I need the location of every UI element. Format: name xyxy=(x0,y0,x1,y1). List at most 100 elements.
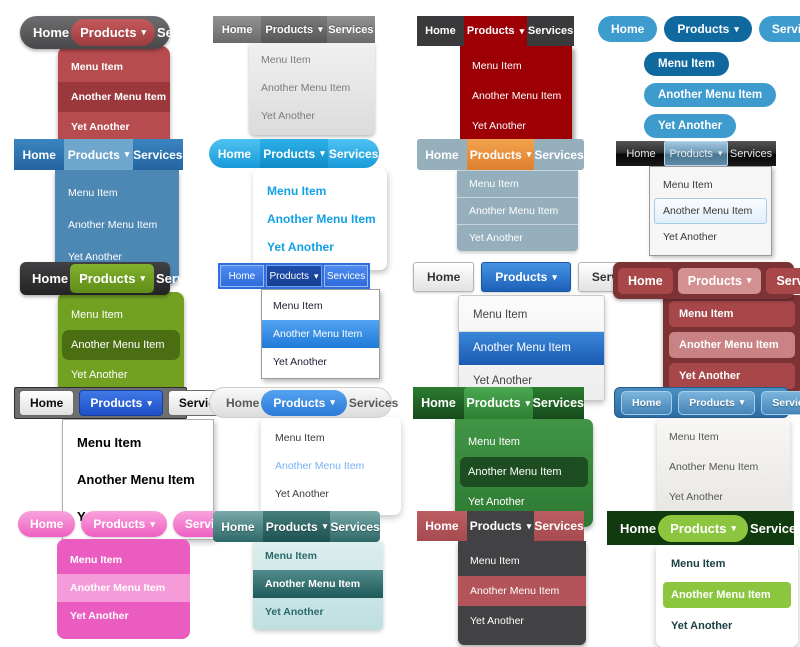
menu-item-1[interactable]: Menu Item xyxy=(669,431,719,443)
menu-item-3[interactable]: Yet Another xyxy=(71,121,130,133)
menu-item-2[interactable]: Another Menu Item xyxy=(267,212,376,226)
nav-item-home[interactable]: Home xyxy=(621,390,673,415)
menu-item-3[interactable]: Yet Another xyxy=(70,610,129,622)
menu-item-2[interactable]: Another Menu Item xyxy=(261,82,351,94)
nav-item-home[interactable]: Home xyxy=(425,519,459,533)
menu-item-2[interactable]: Another Menu Item xyxy=(458,576,586,606)
nav-item-home[interactable]: Home xyxy=(22,147,56,162)
nav-item-services[interactable]: Services xyxy=(133,147,183,162)
menu-item-3[interactable]: Yet Another xyxy=(265,606,324,618)
menu-item-3[interactable]: Yet Another xyxy=(273,356,327,368)
nav-item-products[interactable]: Products▾ xyxy=(678,390,756,415)
nav-item-home[interactable]: Home xyxy=(620,520,657,536)
nav-item-products[interactable]: Products▾ xyxy=(265,265,323,287)
menu-item-3[interactable]: Yet Another xyxy=(644,114,737,138)
menu-item-2[interactable]: Another Menu Item xyxy=(275,460,365,472)
menu-item-1[interactable]: Menu Item xyxy=(457,170,578,197)
nav-item-home[interactable]: Home xyxy=(226,395,260,410)
nav-item-home[interactable]: Home xyxy=(18,511,76,537)
menu-item-2[interactable]: Another Menu Item xyxy=(457,197,578,224)
menu-item-3[interactable]: Yet Another xyxy=(669,491,723,503)
menu-item-1[interactable]: Menu Item xyxy=(77,435,142,450)
nav-item-products[interactable]: Products▾ xyxy=(664,16,752,42)
menu-item-3[interactable]: Yet Another xyxy=(68,251,122,263)
nav-item-home[interactable]: Home xyxy=(221,519,255,534)
nav-item-home[interactable]: Home xyxy=(598,16,658,42)
menu-item-2[interactable]: Another Menu Item xyxy=(77,472,195,487)
nav-item-services[interactable]: Services xyxy=(527,25,574,37)
nav-item-products[interactable]: Products▾ xyxy=(481,262,571,292)
nav-item-products[interactable]: Products▾ xyxy=(81,511,167,537)
nav-item-services[interactable]: Services xyxy=(324,265,368,287)
nav-item-services[interactable]: Services xyxy=(750,520,800,536)
nav-item-products[interactable]: Products▾ xyxy=(71,19,155,46)
menu-item-2[interactable]: Another Menu Item xyxy=(472,90,562,102)
nav-item-services[interactable]: Services xyxy=(348,395,399,410)
nav-item-services[interactable]: Services xyxy=(328,23,374,36)
menu-item-2[interactable]: Another Menu Item xyxy=(58,82,170,112)
nav-item-services[interactable]: Services xyxy=(761,390,800,415)
menu-item-3[interactable]: Yet Another xyxy=(71,369,128,381)
menu-item-1[interactable]: Menu Item xyxy=(267,184,327,198)
menu-item-3[interactable]: Yet Another xyxy=(261,110,315,122)
nav-item-home[interactable]: Home xyxy=(221,23,253,36)
nav-item-products[interactable]: Products▾ xyxy=(658,514,748,542)
nav-item-products[interactable]: Products▾ xyxy=(677,267,762,294)
menu-item-1[interactable]: Menu Item xyxy=(68,187,118,199)
menu-item-1[interactable]: Menu Item xyxy=(265,550,317,562)
menu-item-1[interactable]: Menu Item xyxy=(70,554,122,566)
menu-item-1[interactable]: Menu Item xyxy=(671,558,726,570)
nav-item-home[interactable]: Home xyxy=(425,147,459,162)
nav-item-services[interactable]: Services xyxy=(729,147,773,160)
nav-item-home[interactable]: Home xyxy=(413,262,475,292)
menu-item-1[interactable]: Menu Item xyxy=(261,54,311,66)
nav-item-products[interactable]: Products▾ xyxy=(466,511,535,541)
nav-item-home[interactable]: Home xyxy=(425,25,456,37)
nav-item-home[interactable]: Home xyxy=(19,390,75,416)
nav-item-services[interactable]: Services xyxy=(156,271,210,286)
menu-item-1[interactable]: Menu Item xyxy=(669,301,795,327)
menu-item-2[interactable]: Another Menu Item xyxy=(654,198,767,224)
menu-item-2[interactable]: Another Menu Item xyxy=(262,320,379,348)
nav-item-products[interactable]: Products▾ xyxy=(261,389,347,416)
nav-item-services[interactable]: Services xyxy=(766,267,800,294)
menu-item-3[interactable]: Yet Another xyxy=(468,496,525,508)
menu-item-2[interactable]: Another Menu Item xyxy=(669,332,795,358)
menu-item-1[interactable]: Menu Item xyxy=(472,60,522,72)
nav-item-services[interactable]: Services xyxy=(758,16,800,42)
nav-item-products[interactable]: Products▾ xyxy=(64,139,133,170)
menu-item-2[interactable]: Another Menu Item xyxy=(62,330,180,360)
menu-item-1[interactable]: Menu Item xyxy=(273,300,323,312)
nav-item-services[interactable]: Services xyxy=(532,396,584,410)
menu-item-1[interactable]: Menu Item xyxy=(275,432,325,444)
menu-item-3[interactable]: Yet Another xyxy=(267,240,334,254)
menu-item-3[interactable]: Yet Another xyxy=(671,620,733,632)
nav-item-services[interactable]: Services xyxy=(157,25,211,40)
menu-item-3[interactable]: Yet Another xyxy=(472,120,526,132)
menu-item-3[interactable]: Yet Another xyxy=(275,488,329,500)
nav-item-products[interactable]: Products▾ xyxy=(261,16,327,43)
nav-item-services[interactable]: Services xyxy=(534,519,584,533)
nav-item-products[interactable]: Products▾ xyxy=(259,139,329,168)
menu-item-3[interactable]: Yet Another xyxy=(663,231,717,243)
menu-item-1[interactable]: Menu Item xyxy=(663,179,713,191)
menu-item-1[interactable]: Menu Item xyxy=(468,436,520,448)
nav-item-products[interactable]: Products▾ xyxy=(466,139,535,170)
menu-item-2[interactable]: Another Menu Item xyxy=(663,582,791,608)
menu-item-2[interactable]: Another Menu Item xyxy=(669,461,759,473)
nav-item-products[interactable]: Products▾ xyxy=(463,16,528,46)
menu-item-2[interactable]: Another Menu Item xyxy=(253,570,383,598)
nav-item-home[interactable]: Home xyxy=(626,147,656,160)
nav-item-home[interactable]: Home xyxy=(220,265,264,287)
menu-item-1[interactable]: Menu Item xyxy=(71,309,123,321)
menu-item-1[interactable]: Menu Item xyxy=(459,299,604,332)
menu-item-3[interactable]: Yet Another xyxy=(473,375,533,387)
menu-item-3[interactable]: Yet Another xyxy=(669,363,795,389)
menu-item-1[interactable]: Menu Item xyxy=(470,555,520,567)
nav-item-home[interactable]: Home xyxy=(33,25,70,40)
nav-item-products[interactable]: Products▾ xyxy=(663,141,729,166)
nav-item-products[interactable]: Products▾ xyxy=(262,511,331,542)
nav-item-services[interactable]: Services xyxy=(534,147,584,162)
nav-item-services[interactable]: Services xyxy=(330,519,380,534)
menu-item-1[interactable]: Menu Item xyxy=(71,61,123,73)
